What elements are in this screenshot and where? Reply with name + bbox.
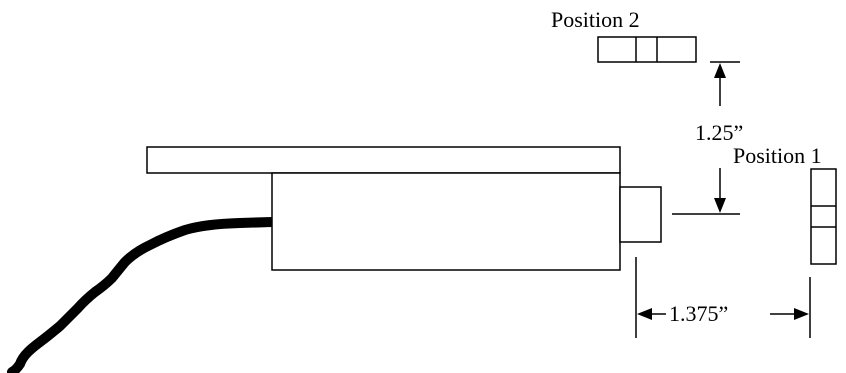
mounting-plate — [146, 146, 621, 174]
target-position-2 — [597, 36, 697, 63]
horizontal-dimension-label: 1.375” — [669, 301, 729, 326]
vertical-dimension-line — [672, 61, 740, 215]
horizontal-dimension-line — [635, 257, 811, 338]
sensor-body — [271, 172, 621, 271]
position-1-label: Position 1 — [733, 143, 822, 168]
vertical-dimension-label: 1.25” — [695, 120, 744, 145]
sensor-cable — [7, 217, 277, 373]
position-2-label: Position 2 — [551, 7, 640, 32]
sensor-tip — [619, 186, 662, 243]
target-position-1 — [810, 168, 837, 265]
